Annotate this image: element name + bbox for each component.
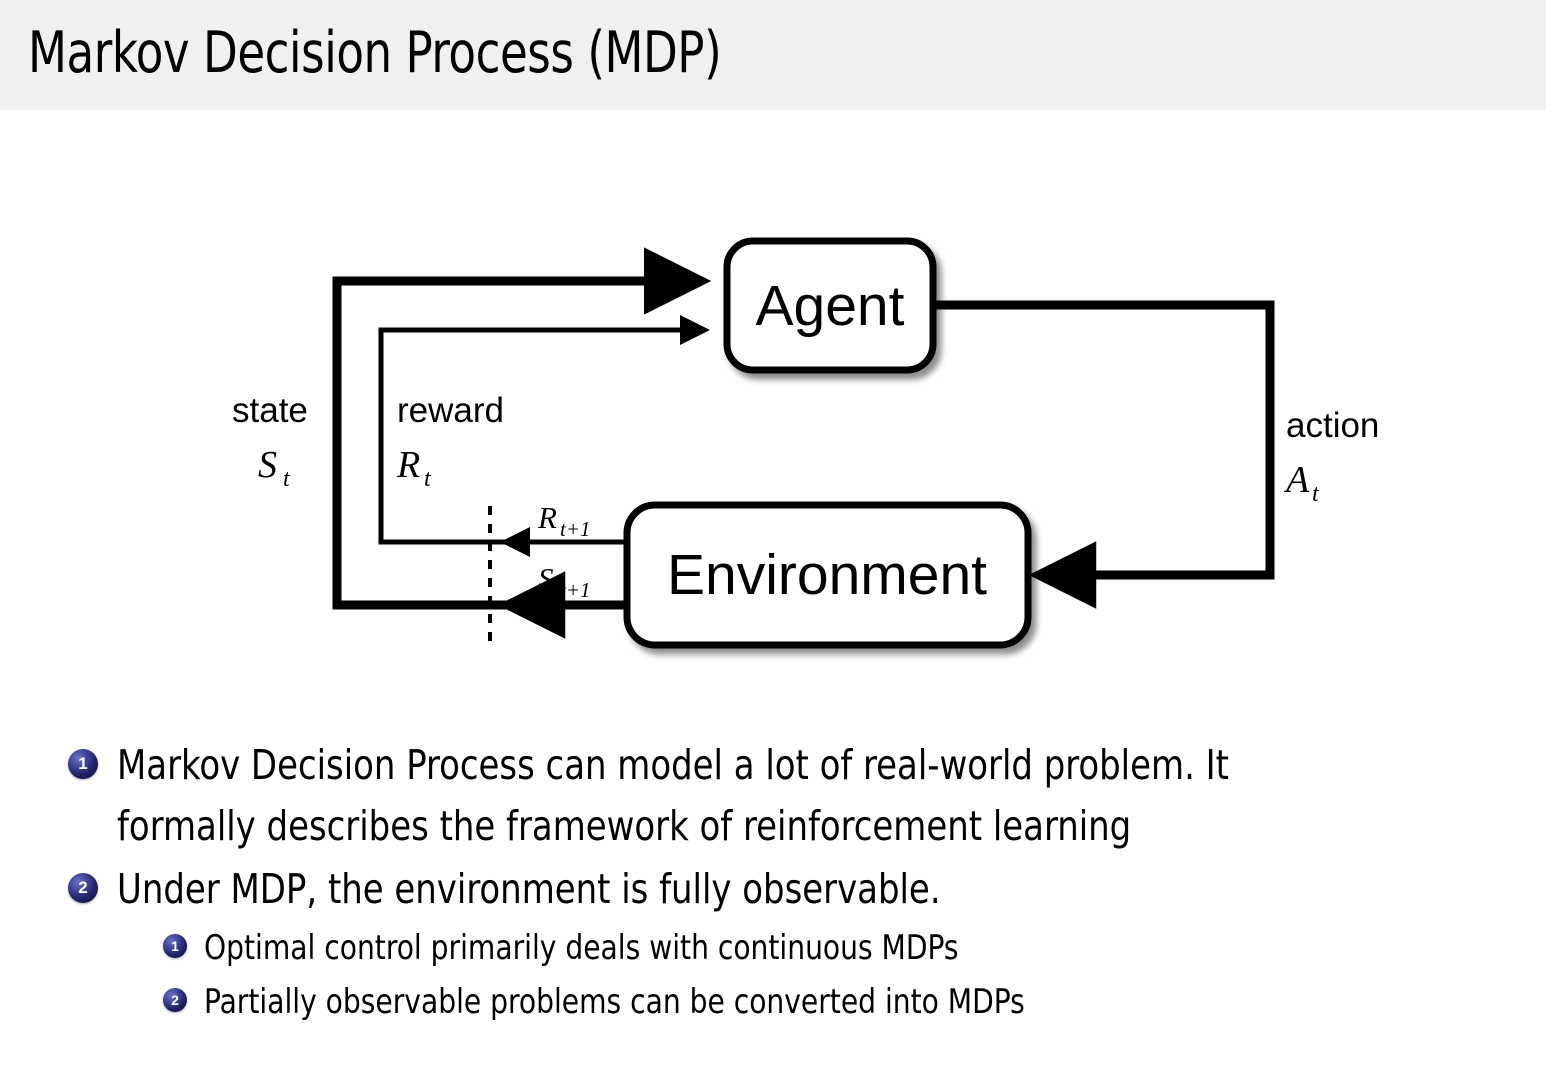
sub-bullet-marker-1: 1 [163, 934, 187, 958]
label-reward: reward R t [396, 391, 504, 492]
list-item[interactable]: 2 Under MDP, the environment is fully ob… [0, 859, 1546, 920]
bullet-text-1: Markov Decision Process can model a lot … [117, 735, 1229, 857]
bullet-marker-2: 2 [68, 873, 98, 903]
label-next-state-symbol: S [538, 561, 554, 596]
sub-bullet-text-2: Partially observable problems can be con… [204, 982, 1025, 1022]
bullet-text-1-line-2: formally describes the framework of rein… [117, 802, 1132, 850]
bullet-list: 1 Markov Decision Process can model a lo… [0, 735, 1546, 1030]
slide-header-bar: Markov Decision Process (MDP) [0, 0, 1546, 110]
label-state-subscript: t [283, 466, 291, 492]
sub-bullet-text-1: Optimal control primarily deals with con… [204, 928, 959, 968]
edge-action-path [933, 300, 1275, 609]
sub-bullet-marker-2: 2 [163, 988, 187, 1012]
node-agent[interactable]: Agent [723, 237, 937, 374]
label-state-word: state [232, 391, 308, 430]
label-reward-symbol: R [396, 444, 420, 486]
page-title: Markov Decision Process (MDP) [28, 20, 722, 86]
label-action-subscript: t [1312, 481, 1320, 507]
list-item[interactable]: 2 Partially observable problems can be c… [163, 976, 1546, 1028]
label-next-reward-subscript: t+1 [560, 517, 591, 541]
node-environment-label: Environment [667, 543, 987, 607]
label-reward-subscript: t [424, 466, 432, 492]
label-state-symbol: S [258, 444, 277, 486]
bullet-text-1-line-1: Markov Decision Process can model a lot … [117, 741, 1229, 789]
node-environment[interactable]: Environment [623, 501, 1032, 649]
label-state: state S t [232, 391, 308, 492]
list-item[interactable]: 1 Optimal control primarily deals with c… [163, 922, 1546, 974]
bullet-text-2: Under MDP, the environment is fully obse… [117, 859, 941, 920]
bullet-text-2-line-1: Under MDP, the environment is fully obse… [117, 865, 941, 913]
list-item[interactable]: 1 Markov Decision Process can model a lo… [0, 735, 1546, 857]
label-action-word: action [1286, 406, 1379, 445]
mdp-diagram: Agent Environment state S t reward R t a… [0, 110, 1546, 710]
bullet-marker-1: 1 [68, 749, 98, 779]
node-agent-label: Agent [756, 274, 905, 338]
label-next-reward: R t+1 [537, 500, 591, 541]
label-next-state-subscript: t+1 [560, 578, 591, 602]
label-action-symbol: A [1283, 459, 1310, 501]
label-reward-word: reward [397, 391, 504, 430]
label-action: action A t [1283, 406, 1379, 507]
sub-bullet-list: 1 Optimal control primarily deals with c… [0, 922, 1546, 1028]
label-next-reward-symbol: R [537, 500, 557, 535]
label-next-state: S t+1 [538, 561, 591, 602]
